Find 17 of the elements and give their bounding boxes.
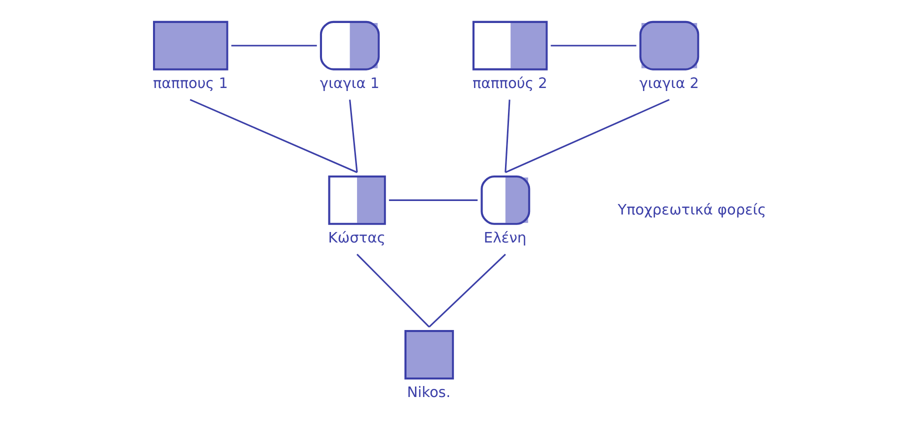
connector	[349, 100, 358, 172]
node-label: γιαγια 1	[320, 76, 380, 92]
node-label: Κώστας	[328, 230, 386, 247]
connector	[231, 44, 317, 46]
connector	[550, 44, 636, 46]
connector	[356, 254, 430, 328]
label: Υποχρεωτικά φορείς	[618, 202, 766, 218]
connector	[505, 99, 670, 174]
connector	[428, 254, 506, 328]
connector	[388, 199, 478, 201]
connector	[504, 100, 510, 172]
node-label: Ελένη	[484, 230, 526, 247]
node-label: παππους 1	[153, 76, 228, 92]
connector	[190, 99, 358, 174]
node-label: γιαγια 2	[639, 76, 699, 92]
node-label: Nikos.	[407, 385, 451, 402]
node-label: παππούς 2	[472, 76, 548, 92]
